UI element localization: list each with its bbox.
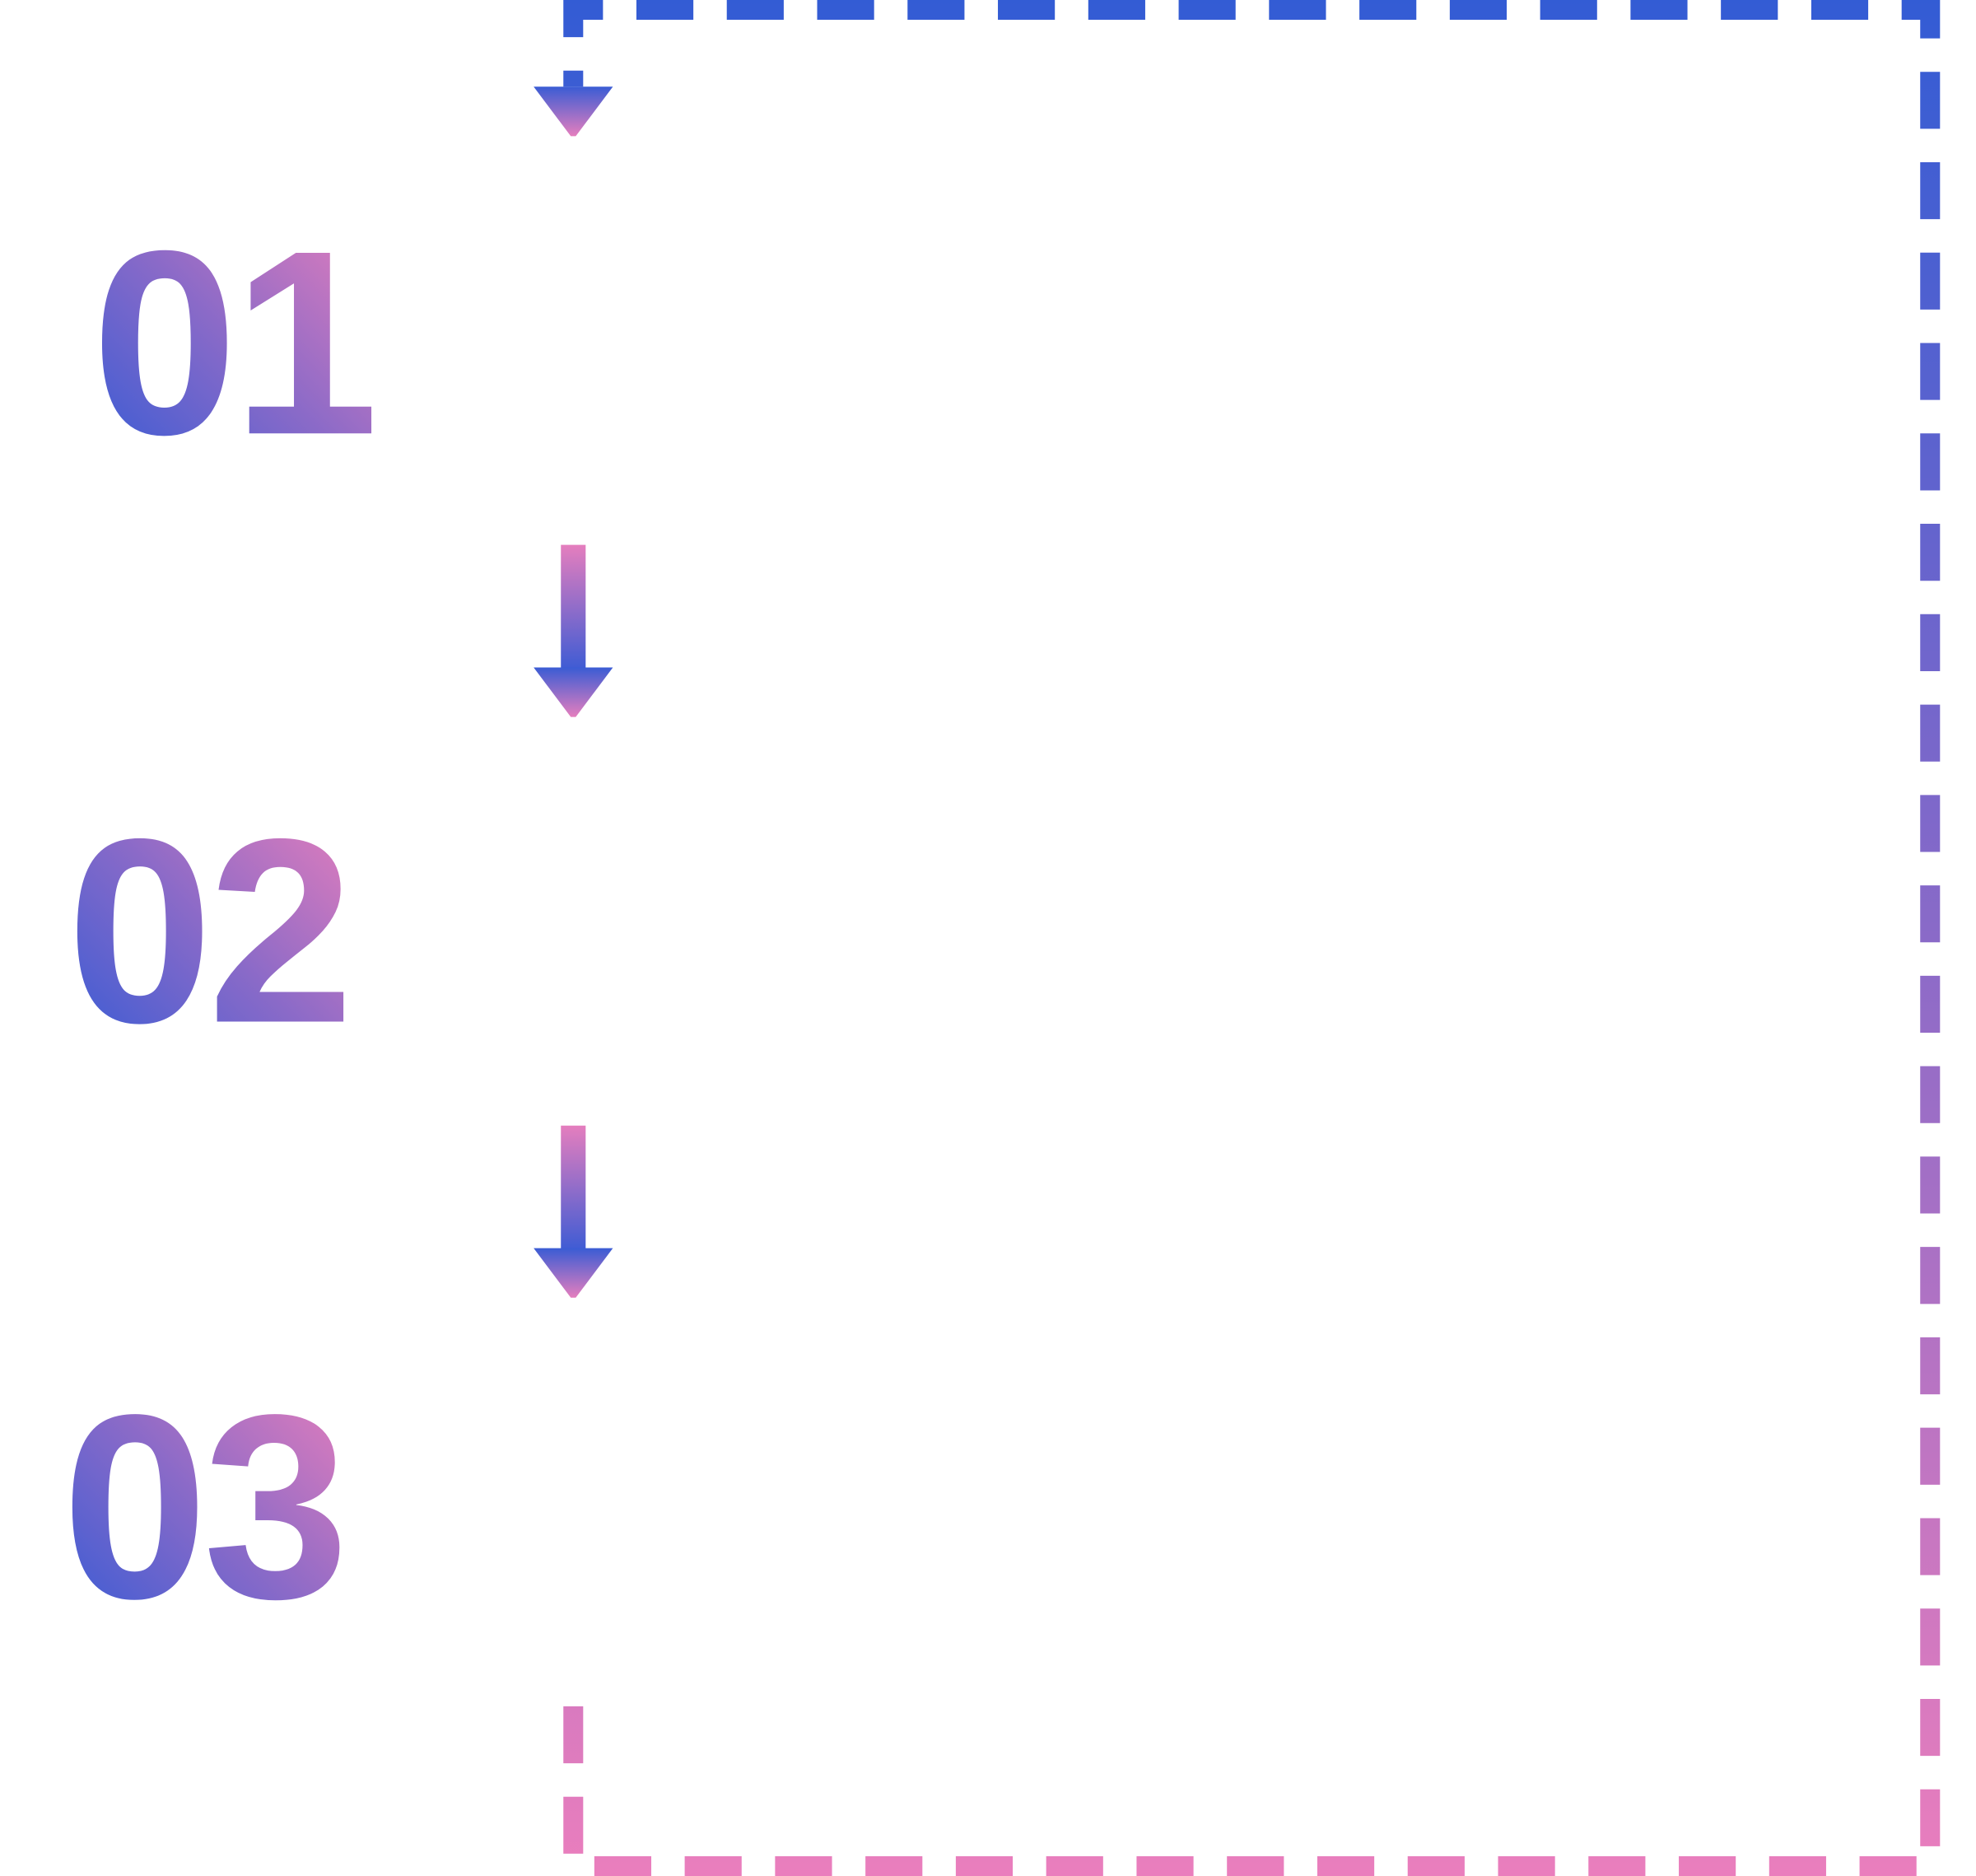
arrow-down-icon xyxy=(534,544,613,717)
loop-back-path xyxy=(563,0,1941,1876)
arrow-down-icon xyxy=(534,86,613,137)
step-number-03: 03 xyxy=(62,1360,344,1654)
step-number-02: 02 xyxy=(67,783,349,1077)
arrow-down-icon xyxy=(534,1125,613,1298)
step-number-01: 01 xyxy=(91,195,374,489)
